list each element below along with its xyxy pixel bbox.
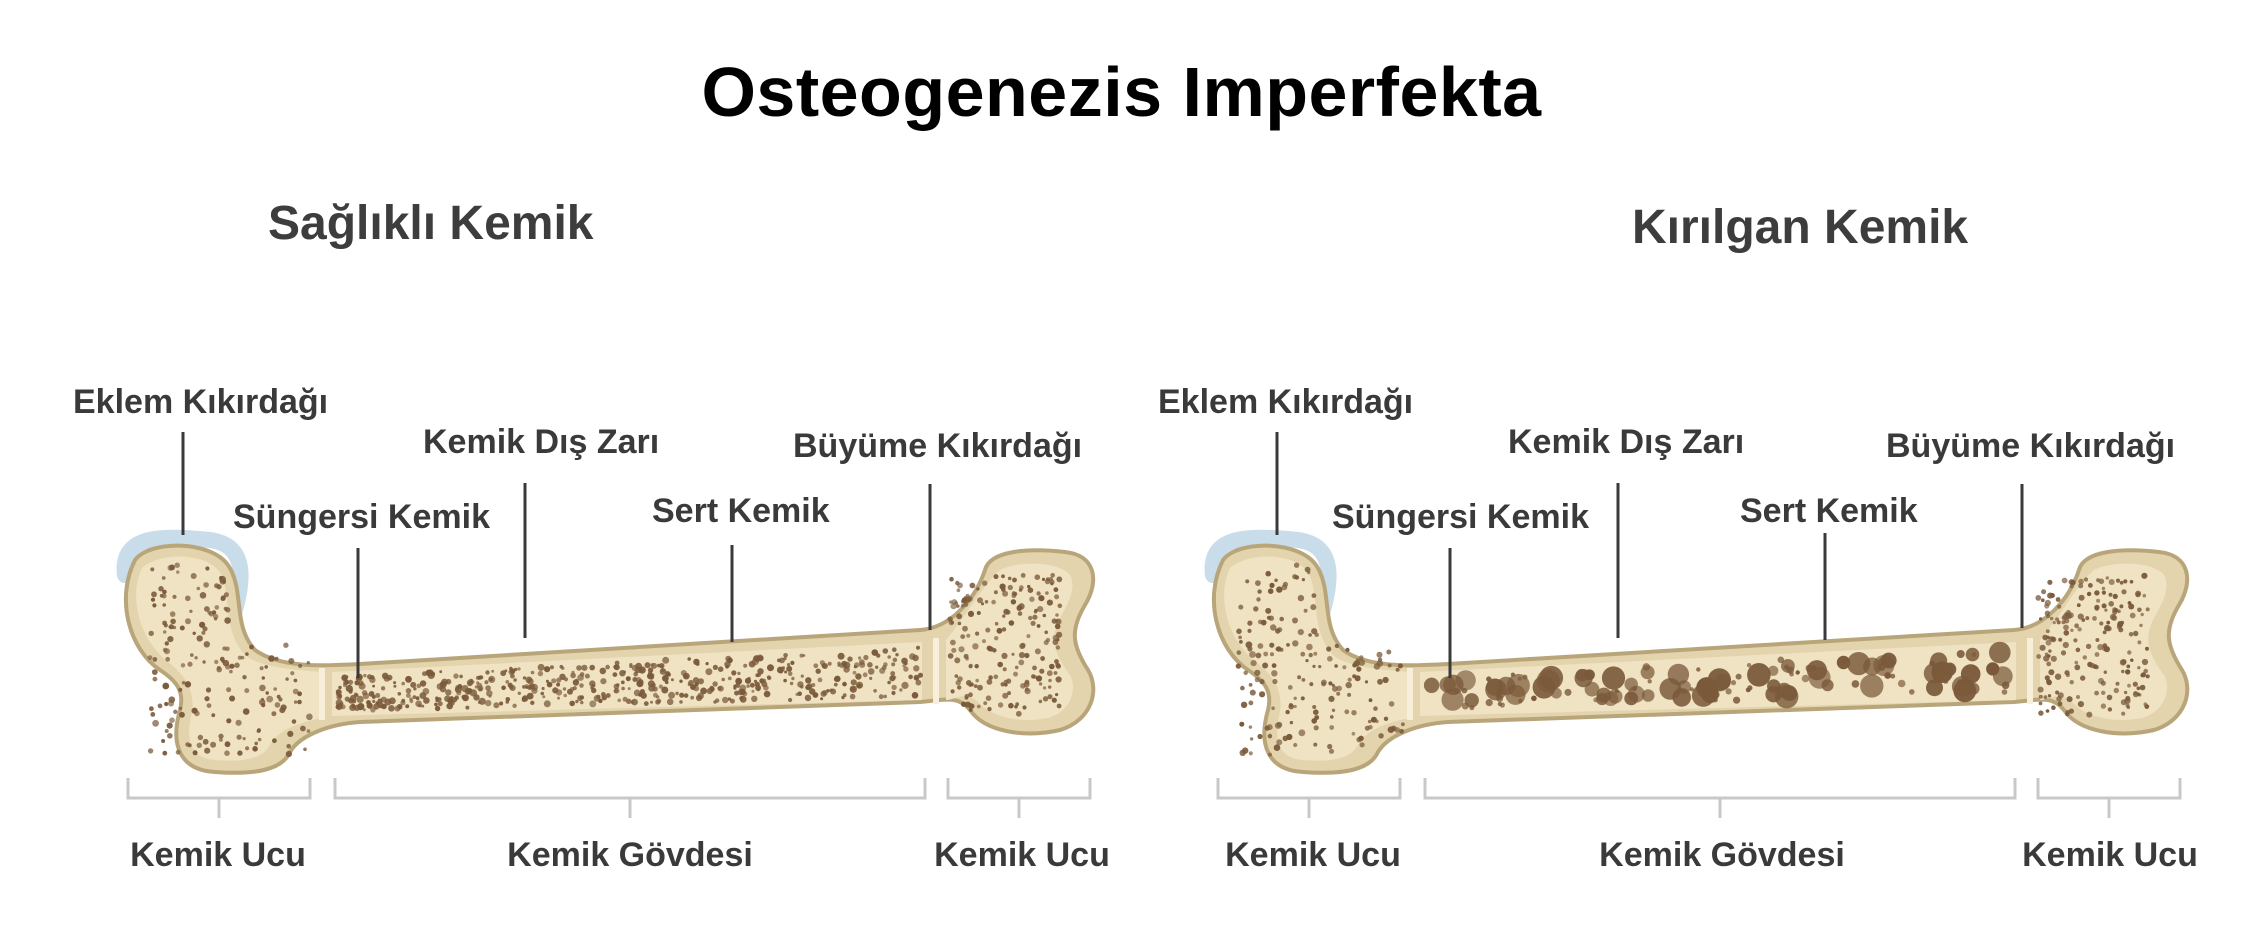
healthy-bone-heading: Sağlıklı Kemik [268, 197, 594, 250]
section-brackets-right [1216, 778, 2182, 818]
spongy-bone-dots [1235, 562, 2150, 757]
label-periosteum: Kemik Dış Zarı [1508, 423, 1744, 461]
leader-lines-left [181, 432, 932, 678]
articular-cartilage [116, 529, 249, 648]
label-bone-end-right: Kemik Ucu [934, 836, 1110, 874]
page-title: Osteogenezis Imperfekta [701, 53, 1542, 131]
label-growth-plate: Büyüme Kıkırdağı [1886, 427, 2175, 465]
label-bone-end-right: Kemik Ucu [2022, 836, 2198, 874]
label-articular-cartilage: Eklem Kıkırdağı [1158, 383, 1413, 421]
section-brackets-left [126, 778, 1092, 818]
label-compact-bone: Sert Kemik [1740, 492, 1918, 530]
label-articular-cartilage: Eklem Kıkırdağı [73, 383, 328, 421]
label-bone-shaft: Kemik Gövdesi [1599, 836, 1845, 874]
label-bone-shaft: Kemik Gövdesi [507, 836, 753, 874]
label-growth-plate: Büyüme Kıkırdağı [793, 427, 1082, 465]
healthy-bone [116, 529, 1096, 775]
label-spongy-bone: Süngersi Kemik [233, 498, 490, 536]
label-bone-end-left: Kemik Ucu [1225, 836, 1401, 874]
label-compact-bone: Sert Kemik [652, 492, 830, 530]
brittle-bone [1204, 529, 2190, 775]
label-spongy-bone: Süngersi Kemik [1332, 498, 1589, 536]
spongy-bone-dots [147, 562, 1063, 758]
articular-cartilage [1204, 529, 1337, 648]
label-periosteum: Kemik Dış Zarı [423, 423, 659, 461]
label-bone-end-left: Kemik Ucu [130, 836, 306, 874]
brittle-bone-heading: Kırılgan Kemik [1632, 201, 1969, 254]
leader-lines-right [1275, 432, 2024, 678]
